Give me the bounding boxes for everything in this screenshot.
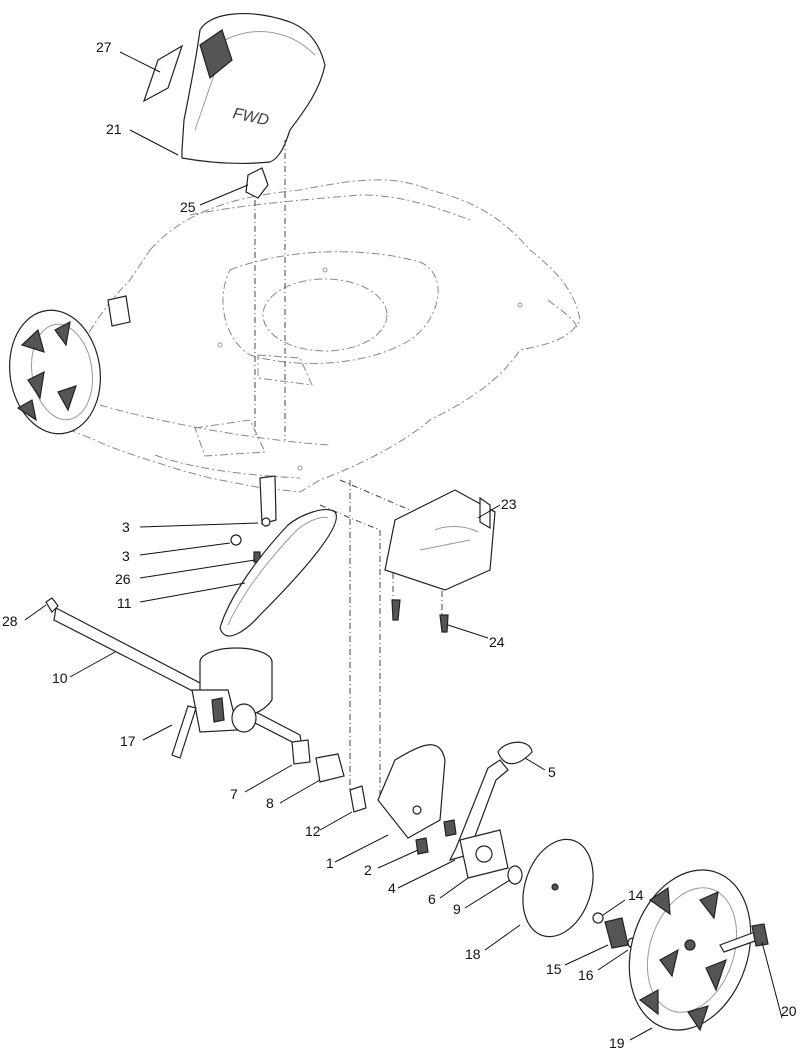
- pivot-hole: [475, 845, 493, 863]
- bracket-12: [349, 785, 367, 813]
- washer-9: [507, 865, 523, 885]
- washer-14: [592, 912, 604, 924]
- callout-25: 25: [180, 199, 196, 215]
- callout-2: 2: [364, 862, 372, 878]
- callout-26: 26: [115, 571, 131, 587]
- clip: [245, 167, 269, 199]
- callout-10: 10: [52, 670, 68, 686]
- drive-belt: [219, 509, 337, 637]
- height-plate: [377, 744, 446, 839]
- callout-1: 1: [326, 855, 334, 871]
- lever-knob: [497, 741, 533, 765]
- gear-15: [604, 917, 629, 949]
- callout-5: 5: [548, 764, 556, 780]
- decal-plate: [142, 44, 184, 103]
- callout-27: 27: [96, 39, 112, 55]
- centerline: [319, 504, 381, 531]
- front-wheel: [628, 869, 752, 1032]
- callout-6: 6: [428, 891, 436, 907]
- rear-wheel-ghost: [9, 295, 131, 435]
- callout-16: 16: [578, 967, 594, 983]
- callout-11: 11: [117, 595, 132, 611]
- callout-15: 15: [546, 961, 562, 977]
- bolt-2: [415, 837, 429, 855]
- callout-3a: 3: [122, 519, 130, 535]
- callout-3b: 3: [122, 548, 130, 564]
- callouts: 27 21 25 23 3 3 26 11 28 24 10 17 5 7 8 …: [2, 39, 797, 1051]
- callout-8: 8: [266, 795, 274, 811]
- bolt: [443, 819, 457, 837]
- callout-20: 20: [781, 1003, 797, 1019]
- mower-deck-ghost: [59, 179, 581, 493]
- callout-28: 28: [2, 613, 18, 629]
- bolt-head: [751, 923, 769, 947]
- leader-lines: [24, 51, 783, 1041]
- callout-21: 21: [106, 121, 122, 137]
- front-shroud: FWD: [181, 13, 326, 165]
- mount-bracket: [230, 475, 277, 563]
- spring: [171, 705, 197, 759]
- transmission: [191, 647, 273, 733]
- bushing-7: [291, 739, 311, 765]
- guard-hub: [551, 883, 559, 891]
- callout-23: 23: [501, 496, 517, 512]
- callout-17: 17: [120, 733, 136, 749]
- callout-18: 18: [465, 946, 481, 962]
- shift-bracket: [384, 489, 496, 633]
- bushing-8: [315, 753, 345, 783]
- callout-12: 12: [305, 823, 321, 839]
- plate-hole: [412, 805, 422, 815]
- callout-14: 14: [628, 887, 644, 903]
- callout-7: 7: [230, 786, 238, 802]
- callout-4: 4: [388, 880, 396, 896]
- callout-9: 9: [453, 901, 461, 917]
- callout-19: 19: [609, 1035, 625, 1051]
- callout-24: 24: [489, 634, 505, 650]
